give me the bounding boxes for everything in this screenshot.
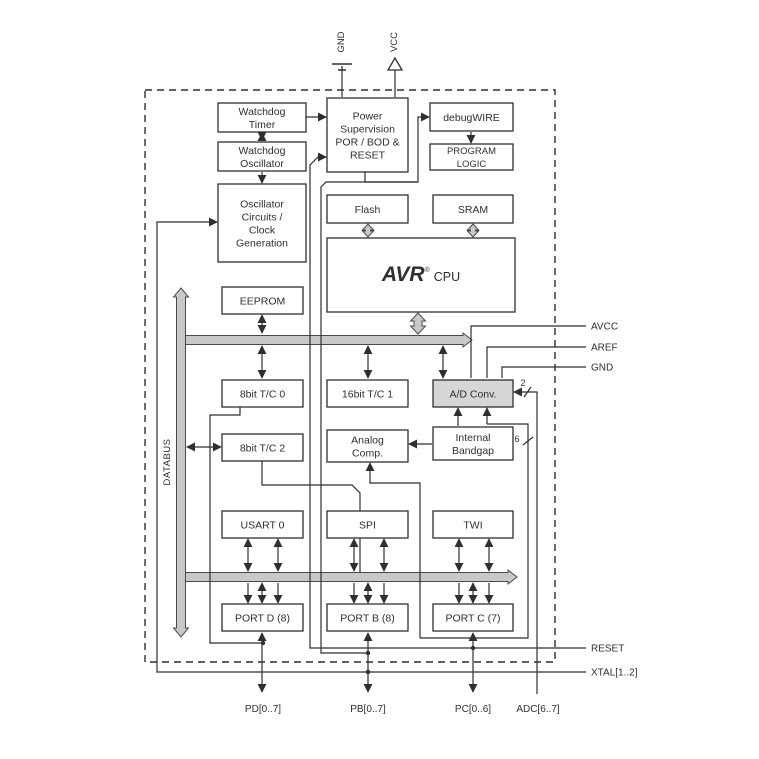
pin-label-pc: PC[0..6]: [455, 704, 491, 715]
avr-cpu-logo: AVR®CPU: [381, 263, 460, 286]
databus-vertical: [172, 287, 190, 638]
block-spi: SPI: [326, 510, 409, 539]
block-ad-conv: A/D Conv.: [432, 379, 514, 408]
chip-boundary: [144, 89, 556, 663]
vcc-symbol-icon: [386, 56, 404, 71]
block-label: USART 0: [241, 519, 285, 531]
block-label: EEPROM: [240, 295, 286, 307]
block-portc: PORT C (7): [432, 603, 514, 632]
block-twi: TWI: [432, 510, 514, 539]
block-portb: PORT B (8): [326, 603, 409, 632]
block-label: debugWIRE: [443, 112, 500, 124]
block-sram: SRAM: [432, 194, 514, 224]
block-label: SPI: [359, 519, 376, 531]
ground-symbol-icon: [332, 63, 352, 71]
block-label: TWI: [463, 519, 482, 531]
analog-comp-input: [365, 462, 421, 638]
sram-cpu-connector: [466, 223, 480, 238]
block-label: Flash: [355, 204, 381, 216]
bus-width-slash-2: [523, 386, 532, 398]
bus-width-label-6: 6: [514, 434, 519, 444]
junction-dot: [470, 645, 476, 651]
pin-label-avcc: AVCC: [591, 322, 618, 333]
pin-label-reset: RESET: [591, 644, 624, 655]
junction-dot: [470, 635, 476, 641]
pin-label-gnd-top: GND: [336, 31, 347, 52]
pin-label-vcc: VCC: [389, 32, 400, 52]
data-bus-horizontal: [176, 568, 518, 586]
adc67-channel: [513, 387, 538, 694]
reset-net: [309, 152, 586, 649]
block-debugwire: debugWIRE: [429, 102, 514, 132]
block-usart0: USART 0: [221, 510, 304, 539]
block-label: 16bit T/C 1: [342, 388, 393, 400]
block-tc2: 8bit T/C 2: [221, 433, 304, 462]
pin-label-pd: PD[0..7]: [245, 704, 281, 715]
bus-width-label-2: 2: [520, 378, 525, 388]
avcc-net: [470, 325, 586, 378]
flash-cpu-connector: [361, 223, 375, 238]
gnd-analog-net: [501, 366, 586, 378]
cpu-bus-connector: [409, 312, 427, 335]
block-tc0: 8bit T/C 0: [221, 379, 304, 408]
block-tc1: 16bit T/C 1: [326, 379, 409, 408]
pin-label-xtal: XTAL[1..2]: [591, 668, 638, 679]
block-label: 8bit T/C 2: [240, 442, 285, 454]
data-bus-horizontal: [176, 331, 473, 349]
pin-label-aref: AREF: [591, 343, 618, 354]
block-label: PORT B (8): [340, 612, 394, 624]
bus-width-slash-6: [522, 436, 534, 446]
pin-label-adc-pins: ADC[6..7]: [516, 704, 560, 715]
block-label: 8bit T/C 0: [240, 388, 285, 400]
junction-dot: [260, 640, 266, 646]
block-label: PORT D (8): [235, 612, 290, 624]
junction-dot: [365, 650, 371, 656]
tc0-to-portd-wire: [209, 407, 263, 644]
block-label: PORT C (7): [445, 612, 500, 624]
aref-net: [486, 346, 586, 378]
pin-label-pb: PB[0..7]: [350, 704, 386, 715]
block-portd: PORT D (8): [221, 603, 304, 632]
block-label: A/D Conv.: [449, 388, 496, 400]
pin-label-gnd-right: GND: [591, 363, 613, 374]
block-flash: Flash: [326, 194, 409, 224]
spi-programming-wire: [320, 181, 418, 654]
databus-label: DATABUS: [162, 439, 173, 486]
block-cpu: AVR®CPU: [326, 237, 516, 313]
block-label: SRAM: [458, 204, 488, 216]
junction-dot: [365, 669, 371, 675]
block-eeprom: EEPROM: [221, 286, 304, 315]
